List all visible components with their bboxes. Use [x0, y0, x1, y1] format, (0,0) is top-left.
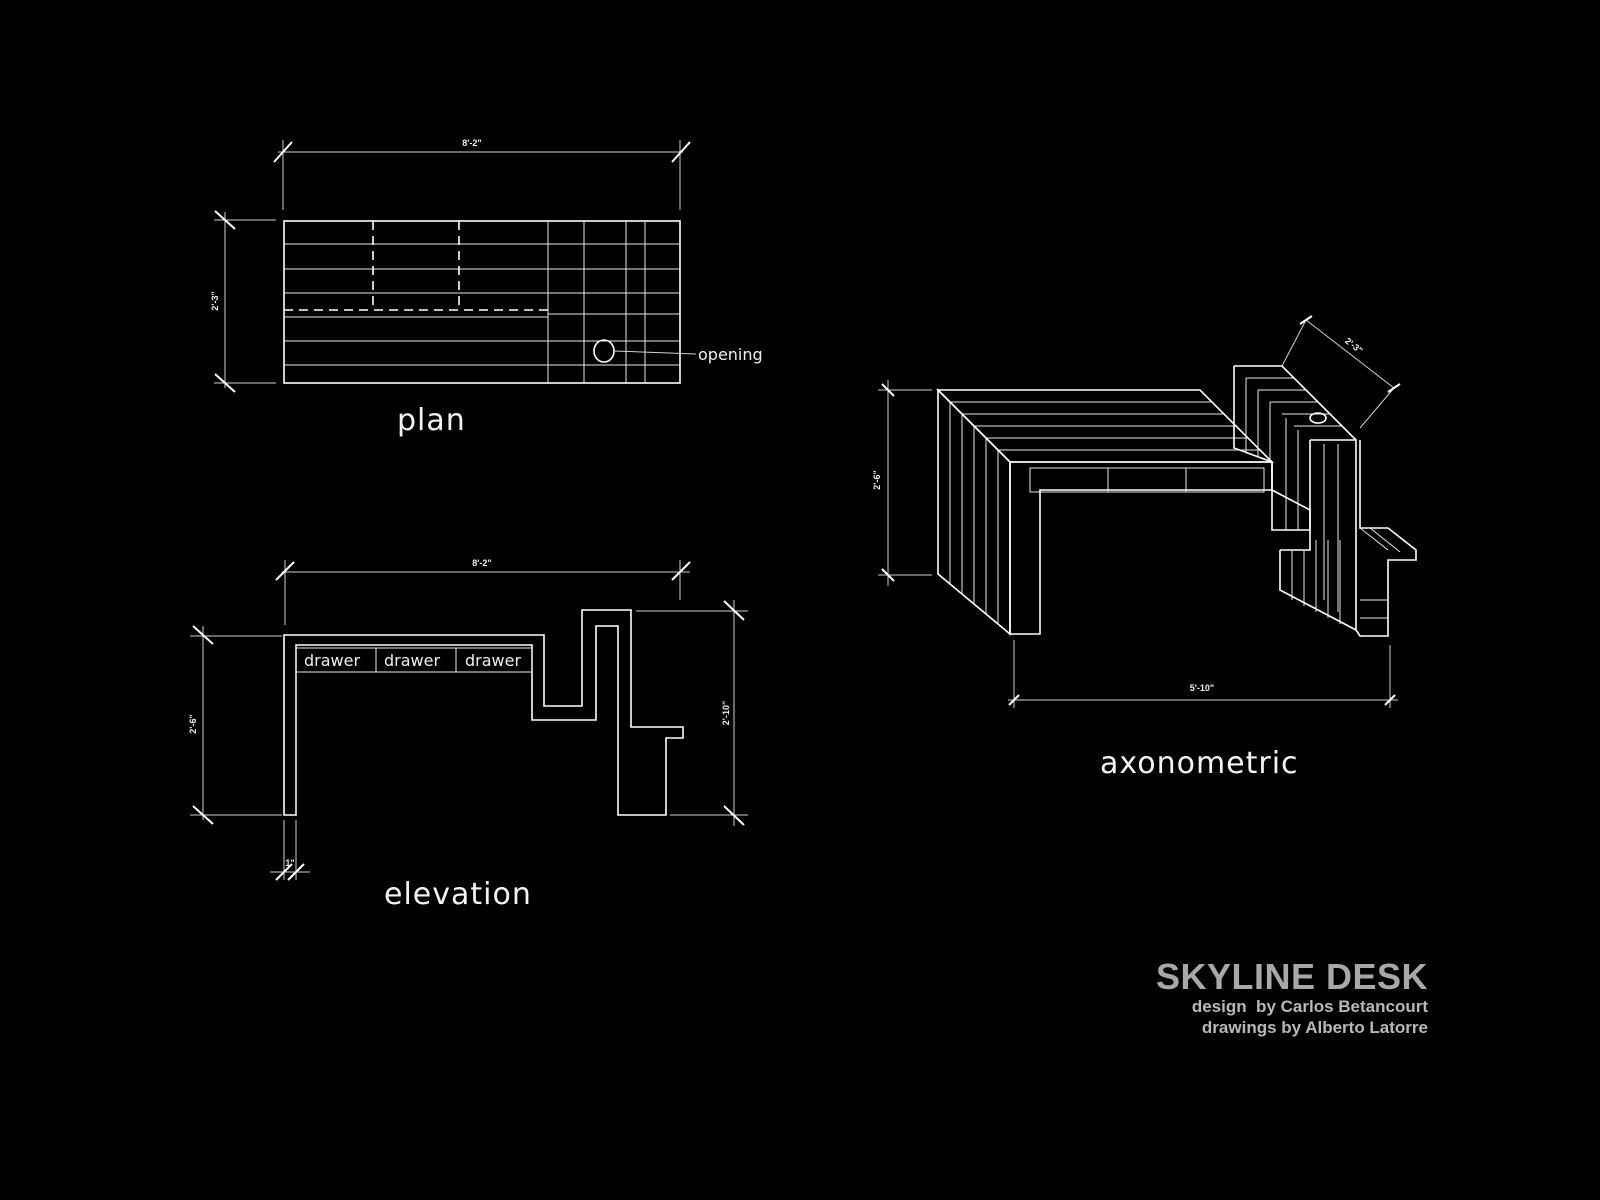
axo-depth-label: 2'-3" — [1343, 336, 1364, 356]
axo-height-dimension: 2'-6" — [872, 380, 932, 586]
elevation-right-height-dimension: 2'-10" — [636, 600, 748, 826]
plan-depth-label: 2'-3" — [210, 291, 220, 310]
axo-height-label: 2'-6" — [872, 470, 882, 489]
plan-width-label: 8'-2" — [462, 138, 481, 148]
elevation-width-dimension: 8'-2" — [275, 558, 691, 625]
drawer-label: drawer — [304, 651, 360, 670]
axonometric-view: 2'-6" 2'-3" 5'-10" — [872, 315, 1417, 781]
plan-outline — [283, 220, 681, 384]
elevation-height-dimension: 2'-6" — [188, 625, 282, 825]
plan-view: 8'-2" 2'-3" opening p — [210, 138, 763, 438]
plan-depth-dimension: 2'-3" — [210, 210, 276, 393]
axo-tower — [1234, 365, 1417, 637]
drawer-label: drawer — [465, 651, 521, 670]
drafter-credit: drawings by Alberto Latorre — [1201, 1018, 1428, 1037]
elevation-width-label: 8'-2" — [472, 558, 491, 568]
axonometric-label: axonometric — [1100, 746, 1299, 781]
designer-credit: design by Carlos Betancourt — [1191, 997, 1428, 1016]
opening-circle — [593, 339, 615, 363]
elevation-view: 8'-2" 2'-6" 2'-10" 1" — [188, 558, 748, 912]
axo-opening — [1309, 412, 1327, 424]
opening-callout: opening — [698, 345, 763, 364]
elevation-height-label: 2'-6" — [188, 714, 198, 733]
axo-width-label: 5'-10" — [1190, 683, 1214, 693]
plan-label: plan — [397, 403, 466, 438]
plan-width-dimension: 8'-2" — [273, 138, 691, 210]
drawer-label: drawer — [384, 651, 440, 670]
project-title: SKYLINE DESK — [1155, 956, 1428, 997]
elevation-bottom-label: 1" — [285, 858, 294, 868]
title-block: SKYLINE DESK design by Carlos Betancourt… — [1156, 958, 1428, 1038]
axo-width-dimension: 5'-10" — [1008, 640, 1398, 708]
elevation-label: elevation — [384, 877, 532, 912]
axo-depth-dimension: 2'-3" — [1281, 315, 1401, 429]
elevation-outline — [283, 609, 684, 816]
drawer-panel — [295, 647, 533, 673]
elevation-bottom-dimension: 1" — [270, 820, 310, 881]
axo-drawer-fronts — [1029, 467, 1265, 493]
elevation-right-height-label: 2'-10" — [721, 701, 731, 725]
